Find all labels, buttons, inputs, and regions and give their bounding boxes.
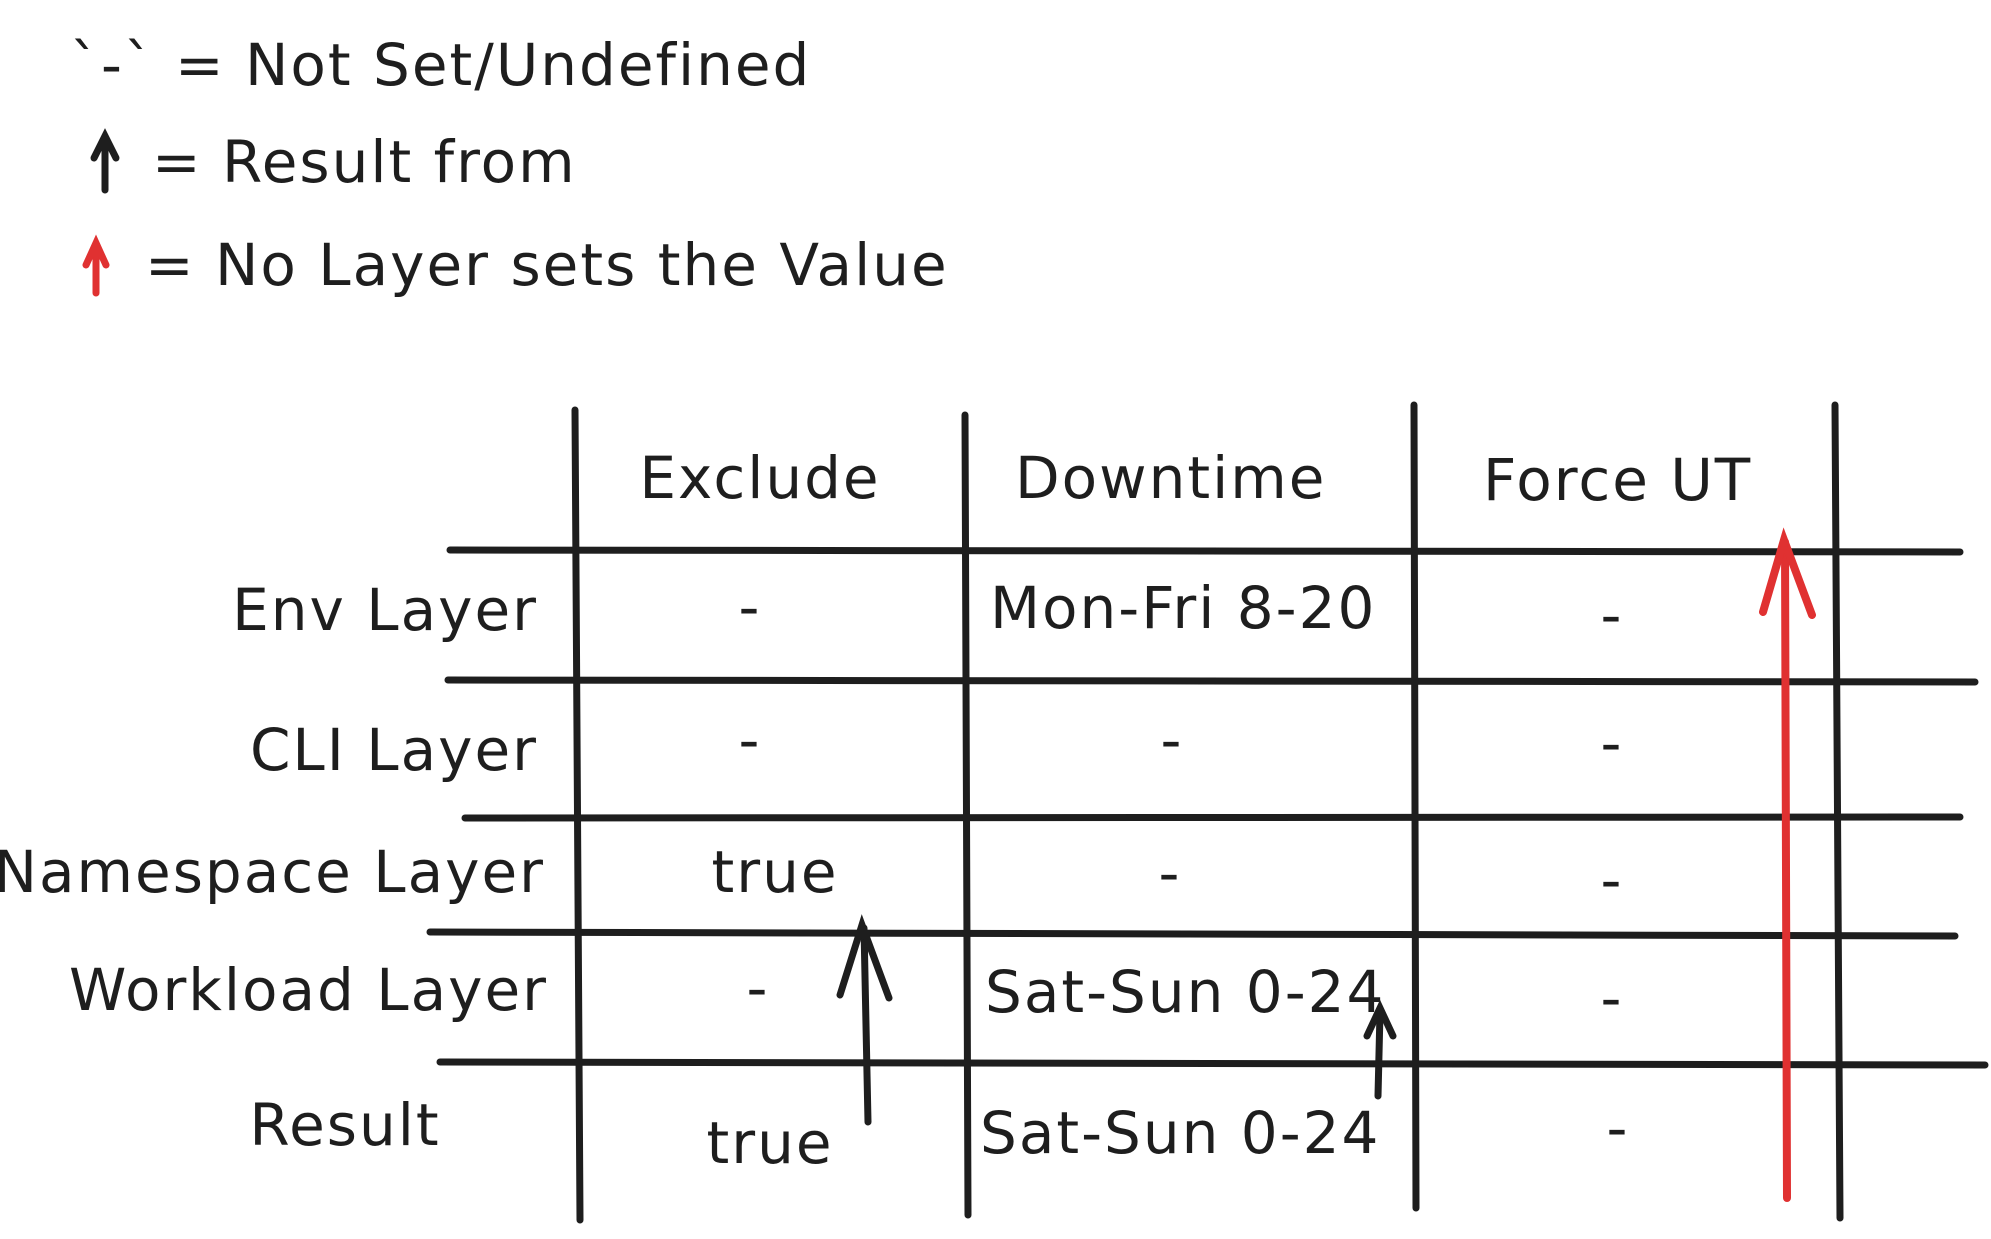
cell-cli-force-ut: - xyxy=(1600,709,1624,777)
legend-undefined-text: Not Set/Undefined xyxy=(245,31,812,99)
arrow-force-ut-red-icon xyxy=(1759,527,1816,1202)
legend-result-text: Result from xyxy=(222,128,577,196)
legend-no-layer-equals: = xyxy=(145,231,196,299)
column-header-downtime: Downtime xyxy=(1015,444,1327,512)
legend-red-arrow-icon xyxy=(82,234,110,297)
cell-env-downtime: Mon-Fri 8-20 xyxy=(990,574,1377,642)
table-hline-4 xyxy=(426,928,1959,940)
table-hline-3 xyxy=(461,813,1964,822)
cell-workload-exclude: - xyxy=(746,954,770,1022)
table-vline-3 xyxy=(1410,401,1420,1212)
table-vline-4 xyxy=(1831,401,1844,1222)
arrow-downtime-result-icon xyxy=(1363,999,1397,1100)
cell-env-exclude: - xyxy=(738,573,762,641)
table-hline-2 xyxy=(444,676,1979,686)
row-label-cli-layer: CLI Layer xyxy=(249,716,538,784)
row-label-namespace-layer: Namespace Layer xyxy=(0,838,545,906)
row-label-workload-layer: Workload Layer xyxy=(69,956,548,1024)
table-hline-5 xyxy=(436,1058,1989,1069)
row-label-result: Result xyxy=(249,1091,441,1159)
legend-result-equals: = xyxy=(152,128,203,196)
cell-cli-exclude: - xyxy=(738,706,762,774)
row-label-env-layer: Env Layer xyxy=(232,576,538,644)
cell-namespace-force-ut: - xyxy=(1600,846,1624,914)
cell-workload-downtime: Sat-Sun 0-24 xyxy=(985,958,1386,1026)
cell-namespace-downtime: - xyxy=(1158,839,1182,907)
cell-env-force-ut: - xyxy=(1600,581,1624,649)
legend-undefined-symbol: `-` xyxy=(70,31,155,99)
cell-cli-downtime: - xyxy=(1160,706,1184,774)
column-header-force-ut: Force UT xyxy=(1483,446,1753,514)
column-header-exclude: Exclude xyxy=(639,444,881,512)
arrow-exclude-result-icon xyxy=(836,914,893,1126)
legend-no-layer-text: No Layer sets the Value xyxy=(215,231,949,299)
cell-result-force-ut: - xyxy=(1606,1094,1630,1162)
cell-result-downtime: Sat-Sun 0-24 xyxy=(980,1099,1381,1167)
cell-namespace-exclude: true xyxy=(711,838,839,906)
cell-result-exclude: true xyxy=(706,1109,834,1177)
cell-workload-force-ut: - xyxy=(1600,964,1624,1032)
legend-black-arrow-icon xyxy=(90,128,120,194)
table-hline-1 xyxy=(446,546,1964,556)
legend-undefined-equals: = xyxy=(175,31,226,99)
